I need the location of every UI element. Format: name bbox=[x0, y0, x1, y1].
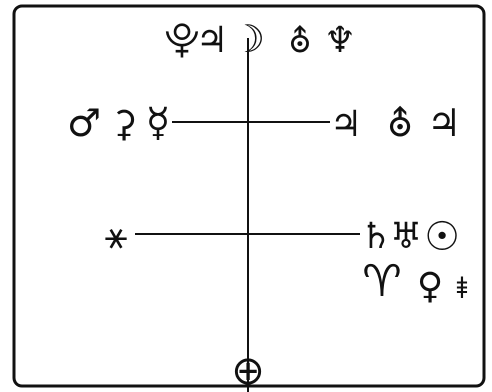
upper-right-symbol-2: ⛢ bbox=[387, 104, 413, 145]
upper-right-symbol-3: ♃ bbox=[427, 101, 461, 145]
top-symbol-5: ♆ bbox=[324, 20, 356, 61]
lower-right-symbol-1: ♈ bbox=[362, 256, 401, 307]
top-symbol-row: ⯓ ♃ ☽ ⛢ ♆ bbox=[164, 17, 356, 61]
upper-right-symbols: ♃ ⛢ ♃ bbox=[330, 101, 461, 145]
upper-left-symbol-3: ☿ bbox=[146, 100, 171, 146]
middle-left-symbol-1: ⚹ bbox=[105, 213, 128, 257]
middle-right-symbols: ♄ ♅ ☉ bbox=[360, 214, 460, 260]
middle-right-symbol-1: ♄ bbox=[360, 216, 392, 257]
upper-left-symbols: ♂ ⚳ ☿ bbox=[67, 100, 170, 146]
upper-left-symbol-2: ⚳ bbox=[111, 104, 137, 145]
middle-left-symbols: ⚹ bbox=[105, 213, 128, 257]
bottom-symbols: ⊕ bbox=[231, 348, 265, 392]
upper-right-symbol-1: ♃ bbox=[330, 104, 362, 145]
top-symbol-3: ☽ bbox=[231, 17, 265, 61]
middle-right-symbol-3: ☉ bbox=[424, 214, 460, 260]
top-symbol-4: ⛢ bbox=[288, 22, 311, 60]
upper-left-symbol-1: ♂ bbox=[67, 101, 101, 145]
lower-right-symbol-3: ⯒ bbox=[455, 271, 468, 306]
bottom-symbol-1: ⊕ bbox=[231, 348, 265, 392]
lower-right-symbol-2: ♀ bbox=[417, 266, 443, 307]
top-symbol-1: ⯓ bbox=[164, 20, 199, 61]
lower-right-symbols: ♈ ♀ ⯒ bbox=[362, 256, 468, 307]
top-symbol-2: ♃ bbox=[196, 20, 228, 61]
middle-right-symbol-2: ♅ bbox=[390, 216, 422, 257]
